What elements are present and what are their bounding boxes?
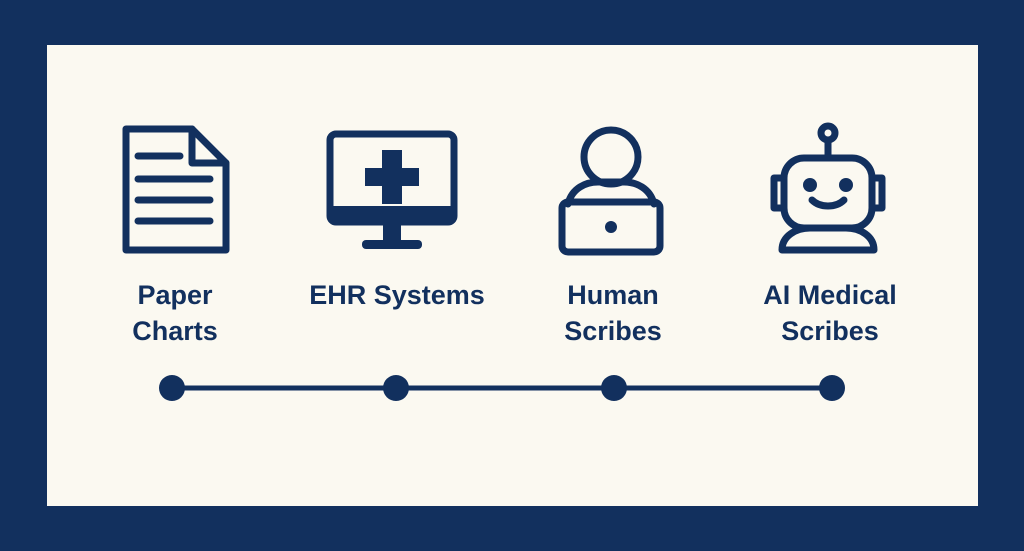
human-scribe-icon <box>558 126 664 256</box>
stage-label-ehr-systems: EHR Systems <box>309 277 485 313</box>
label-line: Scribes <box>781 316 879 346</box>
label-line: Paper <box>137 280 213 310</box>
paper-chart-icon <box>122 125 230 254</box>
stage-label-paper-charts: Paper Charts <box>132 277 218 349</box>
ehr-monitor-icon <box>326 130 458 249</box>
label-line: AI Medical <box>763 280 897 310</box>
stage-label-ai-medical-scribes: AI Medical Scribes <box>763 277 897 349</box>
label-line: Scribes <box>564 316 662 346</box>
stage-label-human-scribes: Human Scribes <box>564 277 662 349</box>
content-panel <box>47 45 978 506</box>
robot-icon <box>770 122 886 254</box>
label-line: EHR Systems <box>309 280 485 310</box>
label-line: Human <box>567 280 659 310</box>
label-line: Charts <box>132 316 218 346</box>
